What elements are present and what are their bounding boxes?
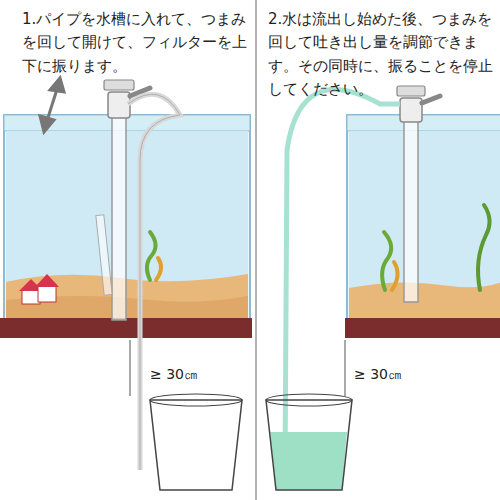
house: [19, 274, 59, 304]
dimension-label: ≥ 30㎝: [148, 366, 200, 383]
bucket: [266, 400, 352, 490]
right-aquarium: [345, 115, 500, 338]
bucket-water: [270, 432, 347, 490]
plant: [147, 232, 161, 280]
panel-divider: [255, 0, 257, 500]
dimension-line: [130, 340, 131, 396]
dimension-label: ≥ 30㎝: [352, 366, 404, 383]
dimension-line: [345, 340, 346, 396]
tank-base: [0, 318, 252, 338]
shake-arrow: [40, 78, 64, 132]
right-siphon: [285, 86, 440, 470]
instruction-text: 2.水は流出し始めた後、つまみを回して吐き出し量を調節できます。その同時に、振る…: [268, 8, 496, 101]
instruction-text: 1.パイプを水槽に入れて、つまみを回して開けて、フィルターを上下に振ります。: [22, 8, 250, 78]
plant: [382, 205, 489, 290]
bucket: [150, 400, 242, 490]
